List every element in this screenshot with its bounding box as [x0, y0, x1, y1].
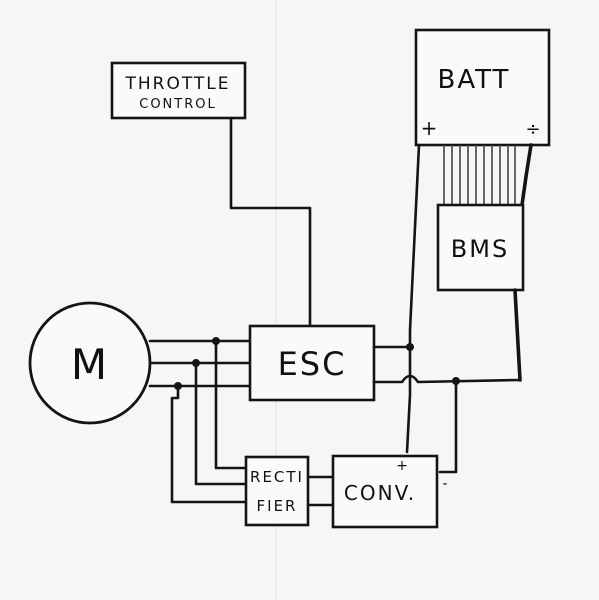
converter-minus-terminal: -: [442, 476, 449, 492]
converter-negative-wire: [438, 379, 458, 474]
rectifier-label-line1: RECTI: [250, 468, 304, 486]
rectifier-block: RECTI FIER: [244, 455, 310, 527]
bms-negative-wire: [513, 288, 522, 382]
throttle-label-line2: CONTROL: [139, 97, 216, 112]
converter-positive-wire: [405, 345, 412, 454]
battery-negative-wire: [520, 143, 533, 207]
battery-plus-terminal: +: [421, 116, 440, 140]
motor-label: M: [71, 340, 109, 389]
esc-label: ESC: [278, 345, 347, 383]
converter-plus-terminal: +: [396, 458, 410, 474]
battery-label: BATT: [438, 65, 511, 95]
converter-block: CONV. + -: [331, 454, 449, 529]
esc-block: ESC: [248, 324, 376, 402]
phase-tap-wires: [170, 337, 248, 504]
throttle-label-line1: THROTTLE: [124, 74, 230, 94]
converter-label: CONV.: [344, 481, 416, 505]
throttle-control-box: [110, 61, 247, 120]
rectifier-output-wires: [306, 475, 335, 507]
throttle-control-block: THROTTLE CONTROL: [110, 61, 247, 120]
esc-box: [248, 324, 376, 402]
motor-phase-wires: [148, 339, 252, 388]
battery-minus-terminal: ÷: [525, 119, 542, 140]
bms-block: BMS: [436, 203, 525, 292]
rectifier-label-line2: FIER: [257, 497, 298, 515]
bms-box: [436, 203, 525, 292]
motor-block: M: [28, 301, 152, 425]
battery-block: BATT + ÷: [414, 28, 551, 147]
main-negative-bus: [372, 374, 522, 384]
throttle-signal-wire: [229, 116, 312, 328]
battery-box: [414, 28, 551, 147]
bms-label: BMS: [451, 235, 509, 263]
battery-positive-wire: [408, 143, 421, 349]
converter-box: [331, 454, 439, 529]
rectifier-box: [244, 455, 310, 527]
balance-leads: [443, 145, 516, 205]
